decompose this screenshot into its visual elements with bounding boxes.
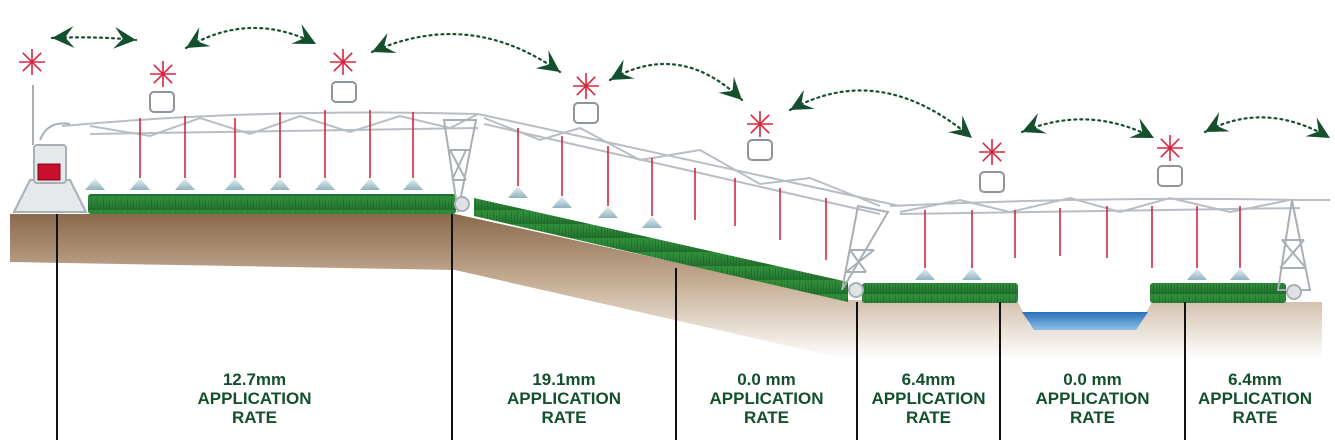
grass-strip bbox=[88, 194, 456, 214]
spray-cone-icon bbox=[1230, 268, 1250, 280]
spray-cone-icon bbox=[962, 268, 982, 280]
sprinkler-star-icon bbox=[979, 139, 1005, 165]
grass-strip bbox=[474, 198, 848, 302]
pivot-spans bbox=[61, 111, 1330, 215]
zone-label: 12.7mm APPLICATION RATE bbox=[57, 370, 452, 427]
sprinkler-drops bbox=[139, 110, 1241, 268]
zone-rate-line: RATE bbox=[905, 408, 951, 427]
zone-label: 6.4mm APPLICATION RATE bbox=[857, 370, 1000, 427]
spray-cone-icon bbox=[598, 206, 618, 218]
zone-amount: 0.0 mm bbox=[1063, 370, 1122, 389]
zone-rate-line: RATE bbox=[1069, 408, 1115, 427]
zone-rate-line: RATE bbox=[541, 408, 587, 427]
double-arrow-icon bbox=[788, 89, 974, 140]
controller-boxes bbox=[149, 81, 1183, 193]
spray-cone-icon bbox=[130, 178, 150, 190]
sprinkler-star-icon bbox=[19, 49, 45, 75]
water-ditch bbox=[1022, 312, 1148, 330]
spray-cone-icon bbox=[403, 178, 423, 190]
zone-amount: 12.7mm bbox=[222, 370, 287, 389]
wheel-tower-icon bbox=[841, 204, 890, 298]
spray-cone-icon bbox=[508, 186, 528, 198]
zone-label: 6.4mm APPLICATION RATE bbox=[1185, 370, 1325, 427]
grass-strip bbox=[1150, 283, 1286, 303]
double-arrow-icon bbox=[184, 24, 318, 50]
zone-rate-line: APPLICATION bbox=[1035, 389, 1150, 408]
spray-cone-icon bbox=[552, 196, 572, 208]
pivot-tower bbox=[12, 85, 88, 213]
zone-rate-line: APPLICATION bbox=[871, 389, 986, 408]
double-arrow-icon bbox=[50, 25, 138, 49]
spray-cone-icon bbox=[642, 216, 662, 228]
zone-dividers bbox=[56, 214, 1186, 440]
double-arrow-icon bbox=[1020, 113, 1156, 140]
sprinkler-stars bbox=[19, 49, 1183, 165]
zone-amount: 0.0 mm bbox=[737, 370, 796, 389]
spray-cone-icon bbox=[270, 178, 290, 190]
zone-rate-line: APPLICATION bbox=[709, 389, 824, 408]
spray-cone-icon bbox=[1187, 268, 1207, 280]
zone-label: 0.0 mm APPLICATION RATE bbox=[1000, 370, 1185, 427]
soil-terrain bbox=[10, 214, 1322, 360]
zone-rate-line: APPLICATION bbox=[197, 389, 312, 408]
zone-rate-line: RATE bbox=[1232, 408, 1278, 427]
double-arrow-icon bbox=[608, 59, 744, 102]
double-arrows bbox=[50, 24, 1332, 140]
spray-cone-icon bbox=[175, 178, 195, 190]
zone-label: 19.1mm APPLICATION RATE bbox=[452, 370, 676, 427]
zone-amount: 6.4mm bbox=[901, 370, 956, 389]
sprinkler-star-icon bbox=[150, 61, 176, 87]
spray-cone-icon bbox=[85, 178, 105, 190]
control-panel-icon bbox=[37, 163, 61, 181]
sprinkler-star-icon bbox=[747, 111, 773, 137]
double-arrow-icon bbox=[370, 32, 562, 74]
sprinkler-star-icon bbox=[573, 73, 599, 99]
zone-amount: 19.1mm bbox=[532, 370, 596, 389]
wheel-tower-icon bbox=[442, 119, 478, 213]
zone-rate-line: APPLICATION bbox=[1198, 389, 1312, 408]
zone-amount: 6.4mm bbox=[1228, 370, 1282, 389]
spray-cone-icon bbox=[915, 268, 935, 280]
spray-cone-icon bbox=[315, 178, 335, 190]
spray-cone-icon bbox=[360, 178, 380, 190]
zone-rate-line: RATE bbox=[743, 408, 789, 427]
zone-rate-line: RATE bbox=[231, 408, 277, 427]
spray-cone-icon bbox=[225, 178, 245, 190]
grass-strip bbox=[862, 283, 1018, 303]
sprinkler-star-icon bbox=[1157, 135, 1183, 161]
double-arrow-icon bbox=[1203, 111, 1332, 140]
sprinkler-star-icon bbox=[330, 49, 356, 75]
spray-cones bbox=[85, 178, 1250, 280]
zone-label: 0.0 mm APPLICATION RATE bbox=[676, 370, 857, 427]
zone-rate-line: APPLICATION bbox=[507, 389, 621, 408]
wheel-tower-icon bbox=[1276, 199, 1312, 300]
